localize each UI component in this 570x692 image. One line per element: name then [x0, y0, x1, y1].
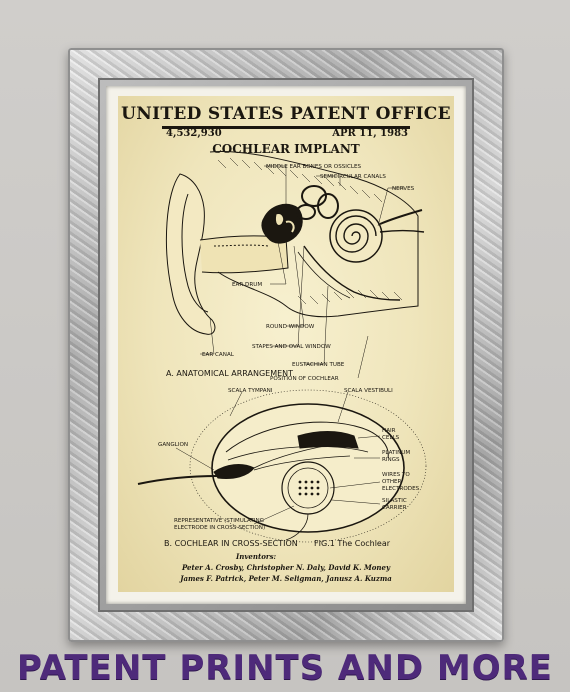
label-stapes-oval-window: STAPES AND OVAL WINDOW — [252, 344, 331, 350]
header-rule — [162, 126, 410, 129]
label-semicircular-canals: SEMICIRCULAR CANALS — [320, 174, 386, 180]
patent-print: UNITED STATES PATENT OFFICE 4,532,930 AP… — [118, 96, 454, 592]
label-rings: RINGS — [382, 457, 400, 463]
patent-date: APR 11, 1983 — [332, 128, 408, 139]
label-nerves: NERVES — [392, 186, 415, 192]
patent-drawing: MIDDLE EAR BONES OR OSSICLES SEMICIRCULA… — [137, 150, 427, 548]
label-middle-ear: MIDDLE EAR BONES OR OSSICLES — [266, 164, 362, 170]
label-scala-tympani: SCALA TYMPANI — [228, 388, 273, 394]
electrode-wires-dots — [298, 480, 320, 496]
label-carrier: CARRIER — [382, 505, 407, 511]
inventors-line-1: Peter A. Crosby, Christopher N. Daly, Da… — [181, 563, 391, 572]
inventors-line-2: James F. Patrick, Peter M. Seligman, Jan… — [180, 574, 392, 583]
label-scala-vestibuli: SCALA VESTIBULI — [344, 388, 393, 394]
label-electrode-cross-section: ELECTRODE IN CROSS-SECTION) — [174, 525, 265, 531]
fig1-caption: FIG.1 The Cochlear — [314, 539, 391, 548]
label-ear-canal: EAR CANAL — [202, 352, 235, 358]
figure-b-caption: B. COCHLEAR IN CROSS-SECTION — [164, 539, 298, 548]
figure-a-caption: A. ANATOMICAL ARRANGEMENT — [166, 369, 293, 378]
label-cells: CELLS — [382, 435, 400, 441]
label-ear-drum: EAR DRUM — [232, 282, 262, 288]
figure-a-leaders — [200, 165, 404, 379]
ear-anatomy-illustration — [166, 150, 425, 335]
figure-b-leaders — [175, 391, 381, 525]
label-other: OTHER — [382, 479, 402, 485]
label-hair: HAIR — [382, 428, 396, 434]
label-silastic: SILASTIC — [382, 498, 407, 504]
patent-number: 4,532,930 — [166, 128, 222, 139]
label-representative: REPRESENTATIVE (STIMULATING — [174, 518, 264, 524]
mat-board: UNITED STATES PATENT OFFICE 4,532,930 AP… — [106, 86, 466, 604]
label-ganglion: GANGLION — [158, 442, 188, 448]
patent-title: COCHLEAR IMPLANT — [212, 142, 360, 156]
label-position-of-cochlear: POSITION OF COCHLEAR — [270, 376, 339, 382]
frame-inner-bevel: UNITED STATES PATENT OFFICE 4,532,930 AP… — [98, 78, 474, 612]
label-round-window: ROUND WINDOW — [266, 324, 315, 330]
label-eustachian-tube: EUSTACHIAN TUBE — [292, 362, 345, 368]
picture-frame: UNITED STATES PATENT OFFICE 4,532,930 AP… — [68, 48, 504, 642]
inventors-heading: Inventors: — [236, 552, 277, 561]
cochlea-cross-section-illustration — [137, 389, 427, 543]
label-wires-to: WIRES TO — [382, 472, 410, 478]
patent-office-title: UNITED STATES PATENT OFFICE — [121, 104, 451, 124]
label-electrodes: ELECTRODES — [382, 486, 420, 492]
label-platinum: PLATINUM — [382, 450, 410, 456]
store-banner: PATENT PRINTS AND MORE — [16, 648, 554, 688]
